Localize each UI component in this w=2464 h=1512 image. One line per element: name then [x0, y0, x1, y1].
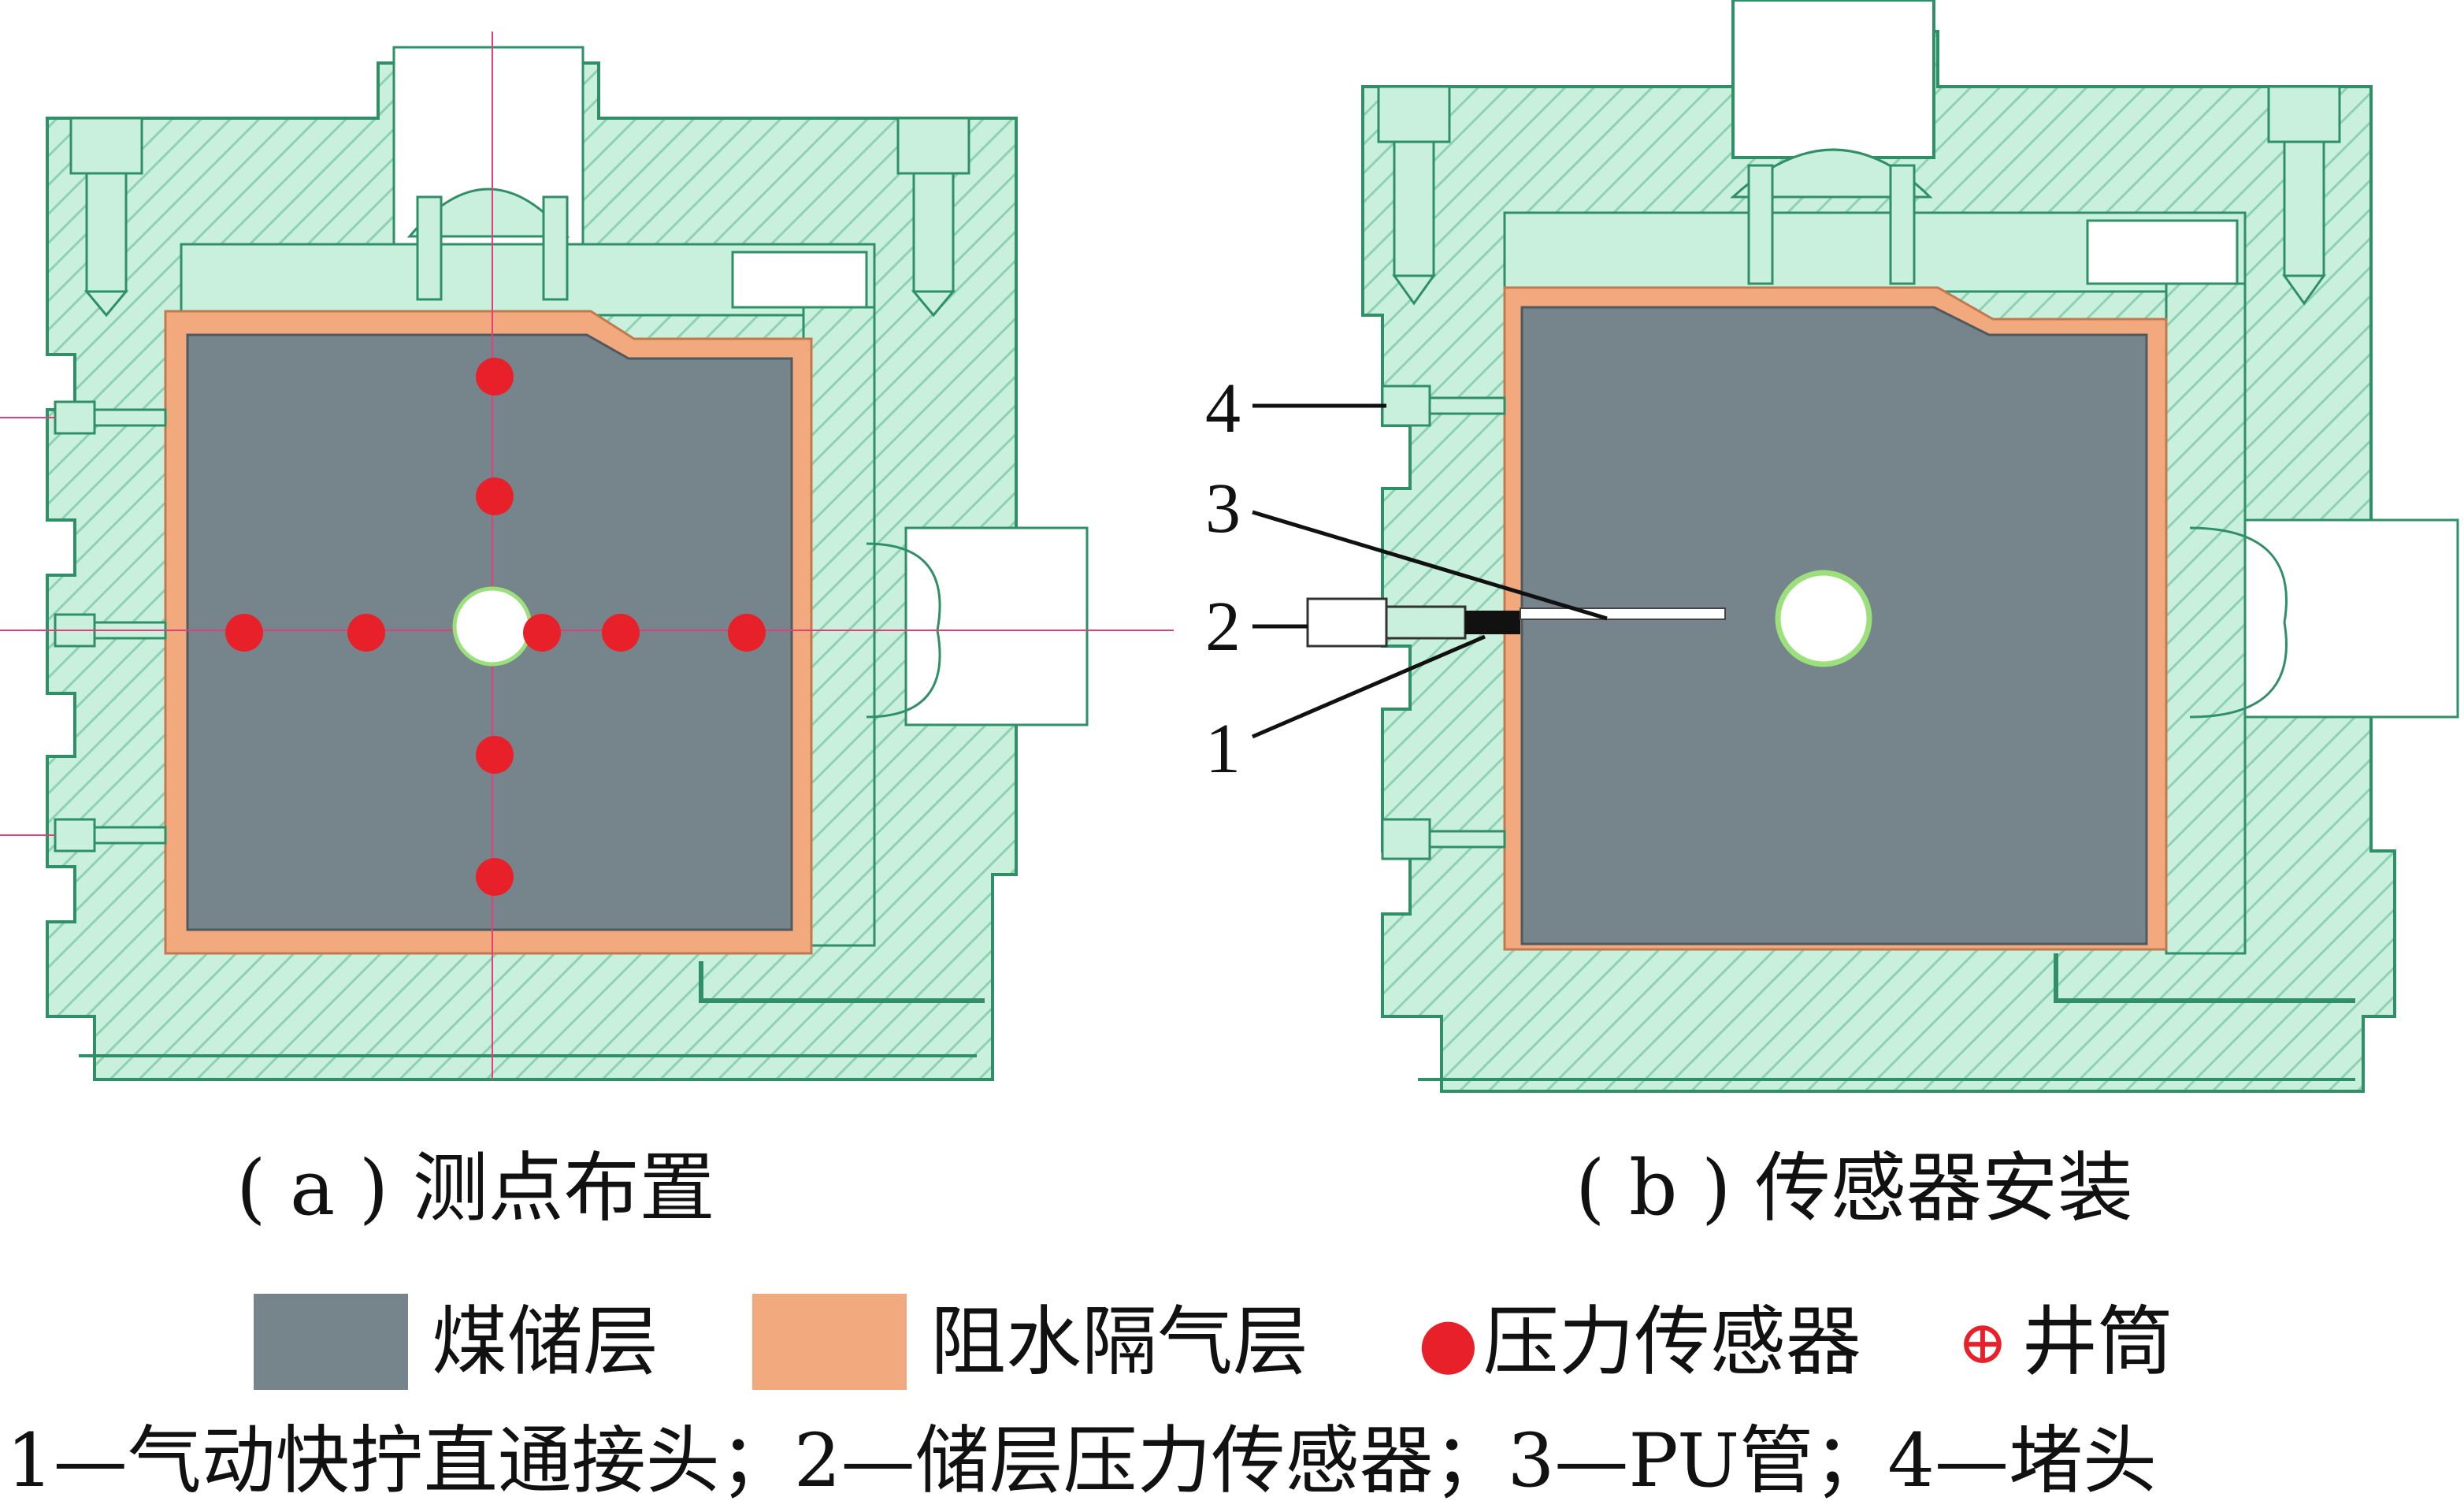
legend-sensor: ● 压力传感器	[1418, 1291, 1861, 1393]
right-port-a	[904, 526, 1089, 726]
wellbore-a	[452, 586, 533, 667]
legend-barrier-label: 阻水隔气层	[930, 1298, 1308, 1386]
callout-1: 1	[1205, 710, 1241, 788]
wellbore-b	[1775, 570, 1872, 667]
coal-swatch	[254, 1294, 408, 1390]
top-bolts-a	[69, 117, 970, 318]
legend-coal: 煤储层	[254, 1291, 659, 1393]
top-slot-b	[2086, 219, 2239, 285]
footnote: 1—气动快拧直通接头；2—储层压力传感器；3—PU管；4—堵头	[6, 1418, 2158, 1504]
legend: 煤储层 阻水隔气层 ● 压力传感器 ⊕ 井筒	[0, 1291, 2464, 1393]
callout-leaders	[1252, 403, 1608, 739]
legend-well: ⊕ 井筒	[1957, 1291, 2173, 1393]
sensor-point	[602, 614, 640, 652]
right-port-b	[2243, 518, 2459, 719]
top-bolts-b	[1377, 85, 2341, 306]
legend-sensor-label: 压力传感器	[1482, 1298, 1861, 1386]
side-ports-b	[1381, 385, 1506, 860]
callout-2: 2	[1205, 588, 1241, 666]
sensor-point	[728, 614, 766, 652]
panel-b-diagram: 4 3 2 1	[1205, 0, 2459, 1093]
legend-barrier: 阻水隔气层	[752, 1291, 1308, 1393]
right-seal-b	[2189, 526, 2288, 719]
sensor-point	[347, 614, 385, 652]
callout-numbers: 4 3 2 1	[1205, 370, 1241, 788]
top-slot-a	[731, 251, 868, 309]
callout-3: 3	[1205, 470, 1241, 548]
sensor-point	[476, 736, 514, 774]
sensor-point	[476, 358, 514, 396]
shaft-opening-b	[1731, 0, 1935, 159]
caption-a: ( a ) 测点布置	[236, 1144, 715, 1232]
sensor-point	[476, 858, 514, 896]
legend-coal-label: 煤储层	[432, 1298, 659, 1386]
bottom-pipe-a	[699, 961, 985, 1003]
guide-lines-a	[0, 32, 1174, 1079]
well-icon: ⊕	[1957, 1306, 2008, 1377]
sensor-point	[225, 614, 263, 652]
barrier-swatch	[752, 1294, 907, 1390]
panel-a-diagram	[0, 32, 1174, 1081]
sensor-point	[476, 477, 514, 515]
sensor-point	[523, 614, 561, 652]
pressure-sensors-a	[225, 358, 766, 896]
bottom-pipe-b	[2054, 953, 2355, 1003]
right-liner-a	[802, 306, 876, 947]
right-liner-b	[2165, 282, 2247, 955]
sensor-assembly-b	[1306, 597, 1726, 648]
callout-4: 4	[1205, 370, 1241, 448]
caption-b: ( b ) 传感器安装	[1575, 1144, 2133, 1232]
legend-well-label: 井筒	[2021, 1298, 2173, 1386]
sensor-dot-icon: ●	[1418, 1301, 1479, 1383]
